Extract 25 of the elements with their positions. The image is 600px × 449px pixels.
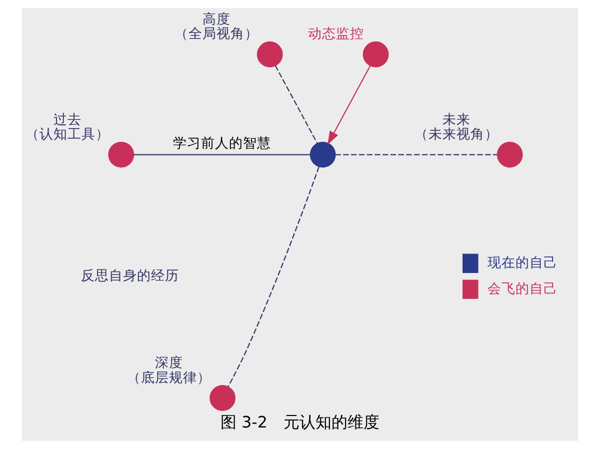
node-circle — [362, 41, 389, 68]
node-label: 高度 — [202, 12, 230, 28]
connector — [134, 154, 310, 156]
arrow — [328, 65, 371, 145]
node-label: （全局视角） — [174, 26, 258, 42]
node-label: 过去 — [54, 112, 82, 128]
connector — [274, 65, 318, 144]
connector — [228, 166, 320, 387]
node-circle — [496, 142, 523, 168]
node-label: 未来 — [442, 112, 470, 128]
node-circle — [310, 142, 336, 168]
node-label: 深度 — [155, 355, 184, 372]
edge-label: 学习前人的智慧 — [172, 135, 271, 152]
label: 反思自身的经历 — [81, 268, 180, 284]
node-label: （认知工具） — [26, 126, 110, 142]
node-label: 动态监控 — [308, 26, 364, 42]
node-label: （未来视角） — [414, 126, 498, 142]
node-circle — [108, 142, 134, 168]
node-circle — [256, 41, 283, 68]
legend-label: 会飞的自己 — [487, 280, 558, 297]
legend-label: 现在的自己 — [487, 254, 558, 271]
node-label: （底层规律） — [127, 370, 212, 386]
connector — [335, 154, 498, 156]
caption: 图 3-2 元认知的维度 — [220, 412, 380, 432]
node-circle — [210, 385, 236, 411]
